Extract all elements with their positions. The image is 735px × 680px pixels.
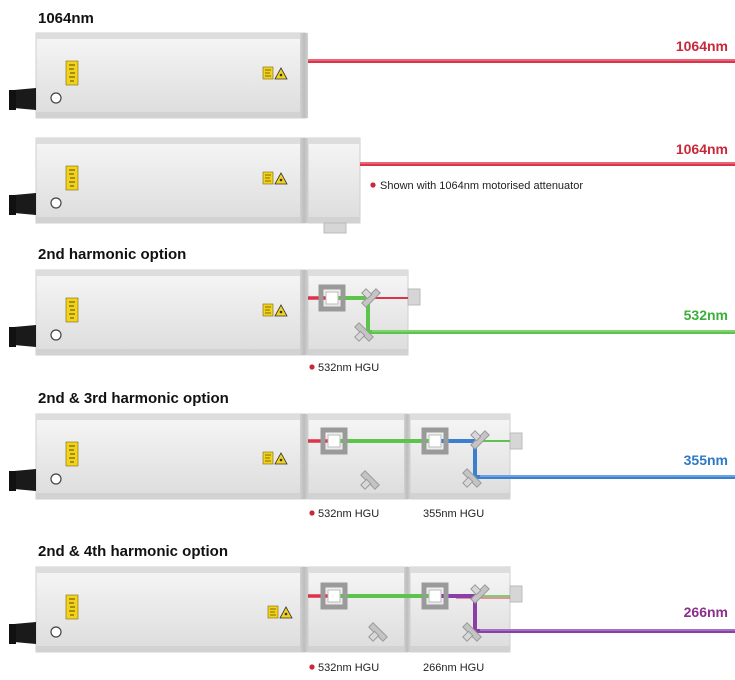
turning-mirror (368, 622, 388, 642)
laser-warning-icon (262, 171, 288, 185)
beam-dump (407, 288, 421, 306)
turning-mirror (470, 430, 490, 450)
indicator-led-icon (50, 329, 62, 341)
harmonic-crystal (421, 427, 449, 455)
warning-label-icon (65, 297, 79, 323)
laser-warning-icon (262, 303, 288, 317)
bullet-icon (309, 664, 315, 670)
warning-label-icon (65, 594, 79, 620)
harmonic-crystal (320, 427, 348, 455)
section-title: 2nd & 4th harmonic option (38, 543, 228, 560)
harmonic-crystal (421, 582, 449, 610)
module-label: 532nm HGU (318, 508, 379, 520)
turning-mirror (361, 288, 381, 308)
hgu-module-532 (307, 413, 410, 500)
turning-mirror (360, 470, 380, 490)
warning-label-icon (65, 441, 79, 467)
section-title: 1064nm (38, 10, 94, 27)
hgu-module-266 (409, 566, 523, 653)
hgu-module-532 (307, 269, 421, 356)
bullet-icon (309, 364, 315, 370)
output-wavelength-label: 1064nm (676, 141, 728, 157)
laser-head (35, 566, 308, 653)
beam-532nm (334, 296, 735, 334)
warning-label-icon (65, 60, 79, 86)
module-label: 355nm HGU (423, 508, 484, 520)
output-connector (9, 88, 36, 110)
bullet-icon (309, 510, 315, 516)
turning-mirror (462, 622, 482, 642)
beam-dump (509, 432, 523, 450)
turning-mirror (354, 322, 374, 342)
indicator-led-icon (50, 626, 62, 638)
laser-head (35, 137, 308, 224)
section-2nd-3rd-harmonic: 2nd & 3rd harmonic option (9, 390, 735, 520)
laser-warning-icon (267, 605, 293, 619)
laser-head (35, 413, 308, 500)
module-label: 266nm HGU (423, 662, 484, 674)
warning-label-icon (65, 165, 79, 191)
output-wavelength-label: 266nm (684, 604, 728, 620)
module-label: 532nm HGU (318, 362, 379, 374)
attenuator (307, 137, 361, 234)
section-2nd-4th-harmonic: 2nd & 4th harmonic option (9, 543, 735, 674)
output-wavelength-label: 1064nm (676, 38, 728, 54)
turning-mirror (470, 584, 490, 604)
module-label: 532nm HGU (318, 662, 379, 674)
section-title: 2nd harmonic option (38, 246, 186, 263)
harmonic-crystal (318, 284, 346, 312)
laser-head (35, 32, 308, 119)
beam-355nm (436, 439, 735, 479)
output-wavelength-label: 355nm (684, 452, 728, 468)
output-wavelength-label: 532nm (684, 307, 728, 323)
indicator-led-icon (50, 92, 62, 104)
attenuator-note: Shown with 1064nm motorised attenuator (380, 180, 583, 192)
section-title: 2nd & 3rd harmonic option (38, 390, 229, 407)
laser-head (35, 269, 308, 356)
indicator-led-icon (50, 473, 62, 485)
bullet-icon (370, 182, 376, 188)
laser-warning-icon (262, 451, 288, 465)
output-connector (9, 622, 36, 644)
section-2nd-harmonic: 2nd harmonic option (9, 246, 735, 374)
harmonic-crystal (320, 582, 348, 610)
laser-warning-icon (262, 66, 288, 80)
section-1064nm: 1064nm 1064nm (9, 10, 735, 119)
beam-dump (509, 585, 523, 603)
output-connector (9, 325, 36, 347)
output-connector (9, 193, 36, 215)
beam-266nm (436, 594, 735, 633)
output-connector (9, 469, 36, 491)
section-1064nm-attenuator: 1064nm Shown with 1064nm motorised atten… (9, 137, 735, 234)
turning-mirror (462, 468, 482, 488)
indicator-led-icon (50, 197, 62, 209)
